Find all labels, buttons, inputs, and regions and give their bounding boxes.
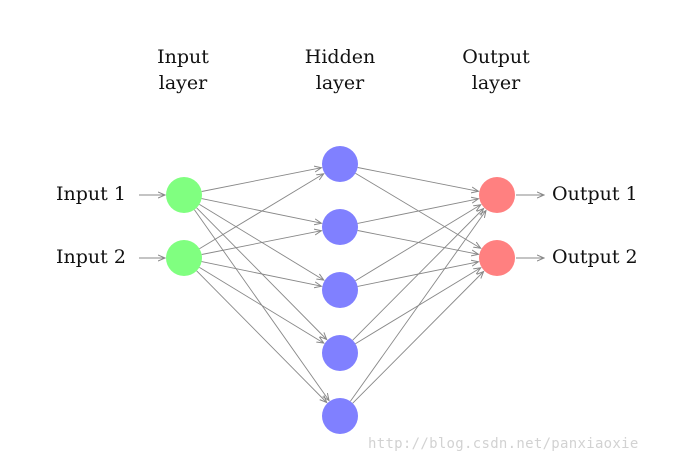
output-1-label: Output 1 xyxy=(552,183,638,205)
output-layer-title-line1: Output xyxy=(462,46,530,68)
output-layer-title: Output layer xyxy=(436,44,556,96)
output-2-label: Output 2 xyxy=(552,246,638,268)
input-2-label: Input 2 xyxy=(56,246,126,268)
edge-hidden3-output1 xyxy=(355,205,480,282)
neurons xyxy=(166,146,515,434)
edge-hidden5-output2 xyxy=(352,272,484,404)
edge-hidden1-output1 xyxy=(357,167,479,192)
edge-input2-hidden1 xyxy=(199,174,323,250)
edge-hidden2-output1 xyxy=(357,199,479,224)
hidden-neuron-2 xyxy=(322,209,358,245)
hidden-layer-title-line1: Hidden xyxy=(304,46,376,68)
output-layer-title-line2: layer xyxy=(471,72,521,94)
input-neuron-1 xyxy=(166,177,202,213)
edge-input2-hidden4 xyxy=(199,267,323,343)
output-neuron-1 xyxy=(479,177,515,213)
edge-input1-hidden1 xyxy=(201,168,322,192)
input-1-label: Input 1 xyxy=(56,183,126,205)
edge-hidden5-output1 xyxy=(350,211,486,402)
edge-input2-hidden5 xyxy=(196,270,327,403)
hidden-neuron-3 xyxy=(322,272,358,308)
input-layer-title: Input layer xyxy=(123,44,243,96)
watermark: http://blog.csdn.net/panxiaoxie xyxy=(368,436,639,452)
hidden-neuron-1 xyxy=(322,146,358,182)
output-neuron-2 xyxy=(479,240,515,276)
hidden-neuron-4 xyxy=(322,335,358,371)
input-neuron-2 xyxy=(166,240,202,276)
input-layer-title-line1: Input xyxy=(157,46,209,68)
hidden-layer-title-line2: layer xyxy=(315,72,365,94)
edge-hidden4-output1 xyxy=(352,209,484,341)
input-layer-title-line2: layer xyxy=(158,72,208,94)
hidden-neuron-5 xyxy=(322,398,358,434)
connections xyxy=(139,168,544,404)
hidden-layer-title: Hidden layer xyxy=(280,44,400,96)
edge-input2-hidden3 xyxy=(201,261,322,287)
edge-input2-hidden2 xyxy=(201,231,322,255)
